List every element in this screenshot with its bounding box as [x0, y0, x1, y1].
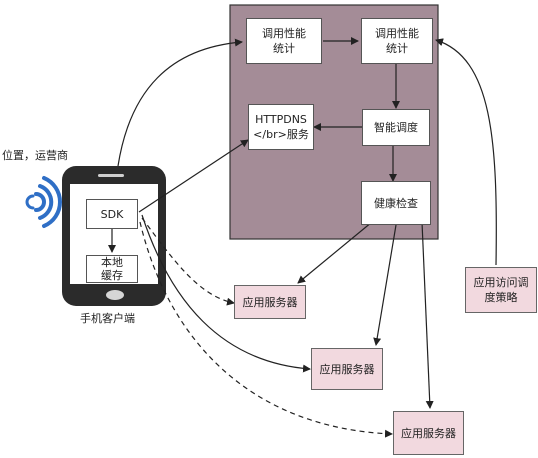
smart-dispatch-box: 智能调度	[362, 109, 430, 146]
perf-stats-box-a: 调用性能 统计	[246, 18, 322, 64]
arrow-sdk-server2-solid	[141, 214, 311, 373]
arrow-health-server3	[421, 221, 434, 409]
health-check-box: 健康检查	[361, 181, 431, 225]
wifi-signal-icon	[25, 176, 62, 228]
local-cache-box: 本地 缓存	[86, 255, 138, 283]
smartphone-icon	[62, 166, 166, 306]
location-carrier-label: 位置，运营商	[2, 149, 68, 162]
arrow-health-server2	[373, 224, 397, 346]
arrow-health-server1	[297, 221, 373, 284]
phone-client-label: 手机客户端	[80, 312, 135, 325]
arrow-phone-perf	[117, 38, 243, 167]
app-server-box-3: 应用服务器	[393, 411, 464, 455]
app-server-box-1: 应用服务器	[234, 285, 306, 319]
access-policy-box: 应用访问调 度策略	[465, 267, 537, 313]
perf-stats-box-b: 调用性能 统计	[361, 18, 433, 64]
sdk-box: SDK	[86, 199, 138, 229]
app-server-box-2: 应用服务器	[311, 348, 383, 390]
arrow-sdk-server3-dashed	[139, 221, 393, 438]
arrow-sdk-httpdns	[138, 139, 249, 213]
httpdns-service-box: HTTPDNS </br>服务	[248, 104, 314, 150]
arrow-policy-perf	[435, 38, 497, 266]
